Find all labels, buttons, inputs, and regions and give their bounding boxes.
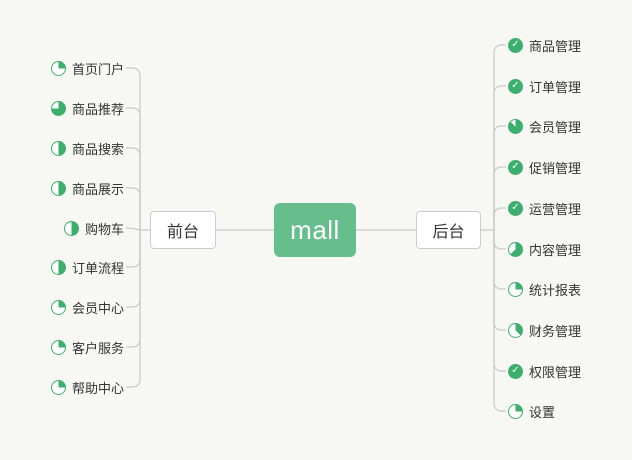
topic-label: 订单流程 (71, 260, 124, 276)
topic-item[interactable]: 帮助中心 (50, 377, 124, 397)
topic-label: 客户服务 (71, 340, 124, 356)
task-progress-icon[interactable] (50, 379, 66, 395)
topic-label: 购物车 (84, 221, 124, 237)
task-done-icon[interactable]: ✓ (508, 37, 523, 53)
connector-line (126, 230, 141, 268)
topic-item[interactable]: 会员管理 (508, 116, 581, 136)
topic-item[interactable]: 统计报表 (508, 279, 581, 299)
task-progress-icon[interactable] (508, 118, 523, 134)
connector-line (126, 230, 141, 308)
task-done-icon[interactable]: ✓ (508, 200, 523, 216)
topic-item[interactable]: ✓ 权限管理 (508, 361, 581, 381)
connector-line (493, 166, 506, 230)
task-progress-icon[interactable] (50, 180, 66, 196)
topic-label: 会员管理 (529, 119, 582, 135)
connector-line (493, 230, 506, 250)
topic-label: 促销管理 (529, 160, 582, 176)
topic-item[interactable]: 订单流程 (50, 257, 124, 277)
topic-label: 商品搜索 (71, 141, 124, 157)
task-progress-icon[interactable] (50, 299, 66, 315)
task-progress-icon[interactable] (50, 140, 66, 156)
task-progress-icon[interactable] (50, 259, 66, 275)
topic-label: 统计报表 (529, 282, 582, 298)
connector-line (125, 227, 141, 231)
task-progress-icon[interactable] (508, 322, 523, 338)
task-progress-icon[interactable] (508, 281, 523, 297)
branch-node-label: 前台 (166, 224, 199, 241)
task-done-icon[interactable]: ✓ (508, 159, 523, 175)
topic-label: 财务管理 (529, 323, 582, 339)
topic-item[interactable]: ✓ 商品管理 (508, 35, 581, 55)
connector-line (126, 147, 141, 230)
topic-label: 商品展示 (71, 181, 124, 197)
connector-line (493, 230, 506, 331)
topic-item[interactable]: 商品推荐 (50, 98, 124, 118)
topic-item[interactable]: 商品展示 (50, 178, 124, 198)
topic-label: 设置 (529, 404, 556, 420)
task-progress-icon[interactable] (50, 100, 66, 116)
root-node-label: mall (290, 214, 340, 245)
connector-line (493, 230, 506, 372)
connector-line (493, 85, 506, 230)
topic-item[interactable]: ✓ 订单管理 (508, 76, 581, 96)
root-node-mall[interactable]: mall (274, 203, 356, 257)
topic-label: 帮助中心 (71, 380, 124, 396)
topic-item[interactable]: 购物车 (63, 218, 124, 238)
topic-label: 订单管理 (529, 79, 582, 95)
connector-line (126, 230, 141, 388)
connector-line (493, 125, 506, 230)
topic-item[interactable]: 设置 (508, 401, 555, 421)
task-progress-icon[interactable] (508, 241, 523, 257)
topic-item[interactable]: 客户服务 (50, 337, 124, 357)
task-done-icon[interactable]: ✓ (508, 78, 523, 94)
connector-line (493, 44, 506, 230)
topic-item[interactable]: 内容管理 (508, 239, 581, 259)
topic-item[interactable]: 财务管理 (508, 320, 581, 340)
connector-line (126, 230, 141, 348)
connector-line (126, 187, 141, 230)
task-progress-icon[interactable] (508, 403, 523, 419)
connector-line (493, 230, 506, 290)
topic-label: 内容管理 (529, 242, 582, 258)
topic-label: 首页门户 (71, 61, 124, 77)
connector-line (493, 207, 506, 230)
topic-label: 会员中心 (71, 300, 124, 316)
topic-label: 运营管理 (529, 201, 582, 217)
branch-node-frontend[interactable]: 前台 (150, 211, 216, 249)
topic-label: 商品管理 (529, 38, 582, 54)
topic-label: 权限管理 (529, 364, 582, 380)
topic-item[interactable]: ✓ 运营管理 (508, 198, 581, 218)
topic-item[interactable]: 商品搜索 (50, 138, 124, 158)
topic-item[interactable]: 会员中心 (50, 297, 124, 317)
connector-line (493, 230, 506, 412)
connector-line (126, 107, 141, 230)
topic-item[interactable]: ✓ 促销管理 (508, 157, 581, 177)
topic-item[interactable]: 首页门户 (50, 58, 124, 78)
task-progress-icon[interactable] (50, 60, 66, 76)
topic-label: 商品推荐 (71, 101, 124, 117)
connector-line (126, 67, 141, 230)
task-done-icon[interactable]: ✓ (508, 363, 523, 379)
branch-node-backend[interactable]: 后台 (416, 211, 481, 249)
task-progress-icon[interactable] (50, 339, 66, 355)
branch-node-label: 后台 (432, 224, 465, 241)
task-progress-icon[interactable] (63, 220, 79, 236)
